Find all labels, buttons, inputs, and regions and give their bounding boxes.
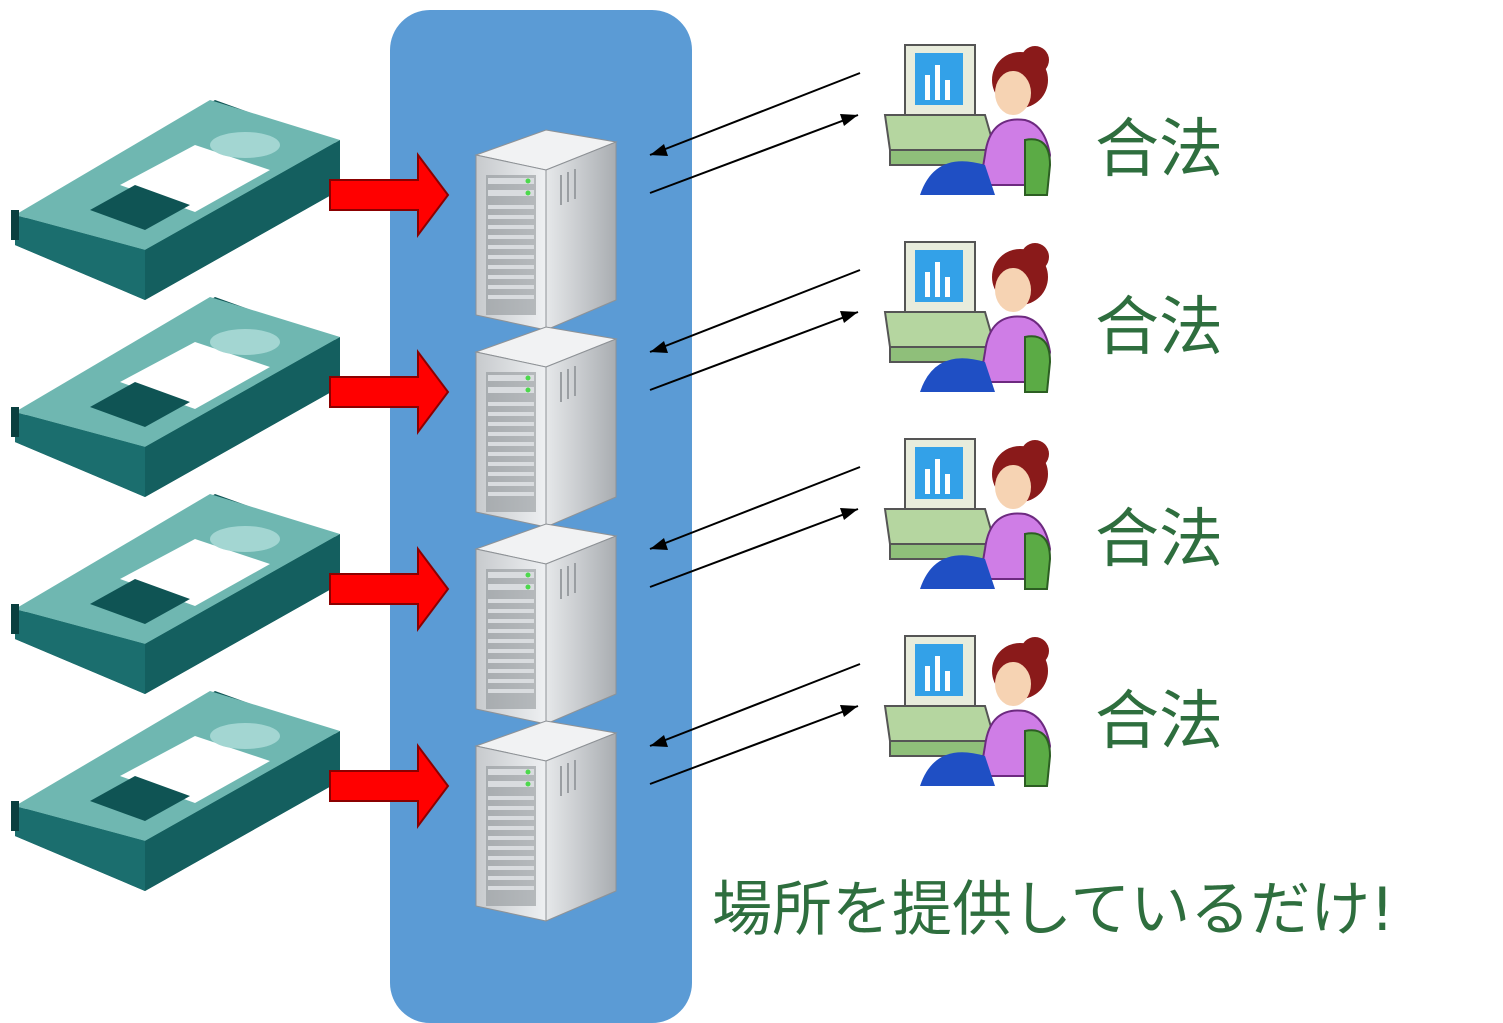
response-arrow [649, 114, 859, 194]
vhs-tape-icon [11, 100, 340, 300]
server-tower-icon [475, 326, 617, 528]
legal-status-label-1: 合法 [1095, 113, 1223, 187]
request-arrow [649, 72, 861, 156]
response-arrowhead [840, 705, 858, 717]
response-arrow [649, 508, 859, 588]
request-arrowhead [650, 735, 668, 747]
request-arrowhead [650, 144, 668, 156]
vhs-tape-icon [11, 494, 340, 694]
request-arrow [649, 269, 861, 353]
user-at-computer-icon [884, 241, 1051, 393]
server-tower-icon [475, 720, 617, 922]
request-arrow [649, 663, 861, 747]
user-at-computer-icon [884, 635, 1051, 787]
response-arrowhead [840, 114, 858, 126]
user-at-computer-icon [884, 44, 1051, 196]
response-arrowhead [840, 311, 858, 323]
response-arrow [649, 705, 859, 785]
legal-status-label-3: 合法 [1095, 503, 1223, 577]
request-arrow [649, 466, 861, 550]
response-arrowhead [840, 508, 858, 520]
footer-note: 場所を提供しているだけ! [712, 875, 1395, 945]
server-tower-icon [475, 129, 617, 331]
response-arrow [649, 311, 859, 391]
user-at-computer-icon [884, 438, 1051, 590]
legal-status-label-4: 合法 [1095, 685, 1223, 759]
vhs-tape-icon [11, 297, 340, 497]
vhs-tape-icon [11, 691, 340, 891]
request-arrowhead [650, 538, 668, 550]
request-arrowhead [650, 341, 668, 353]
legal-status-label-2: 合法 [1095, 291, 1223, 365]
server-tower-icon [475, 523, 617, 725]
